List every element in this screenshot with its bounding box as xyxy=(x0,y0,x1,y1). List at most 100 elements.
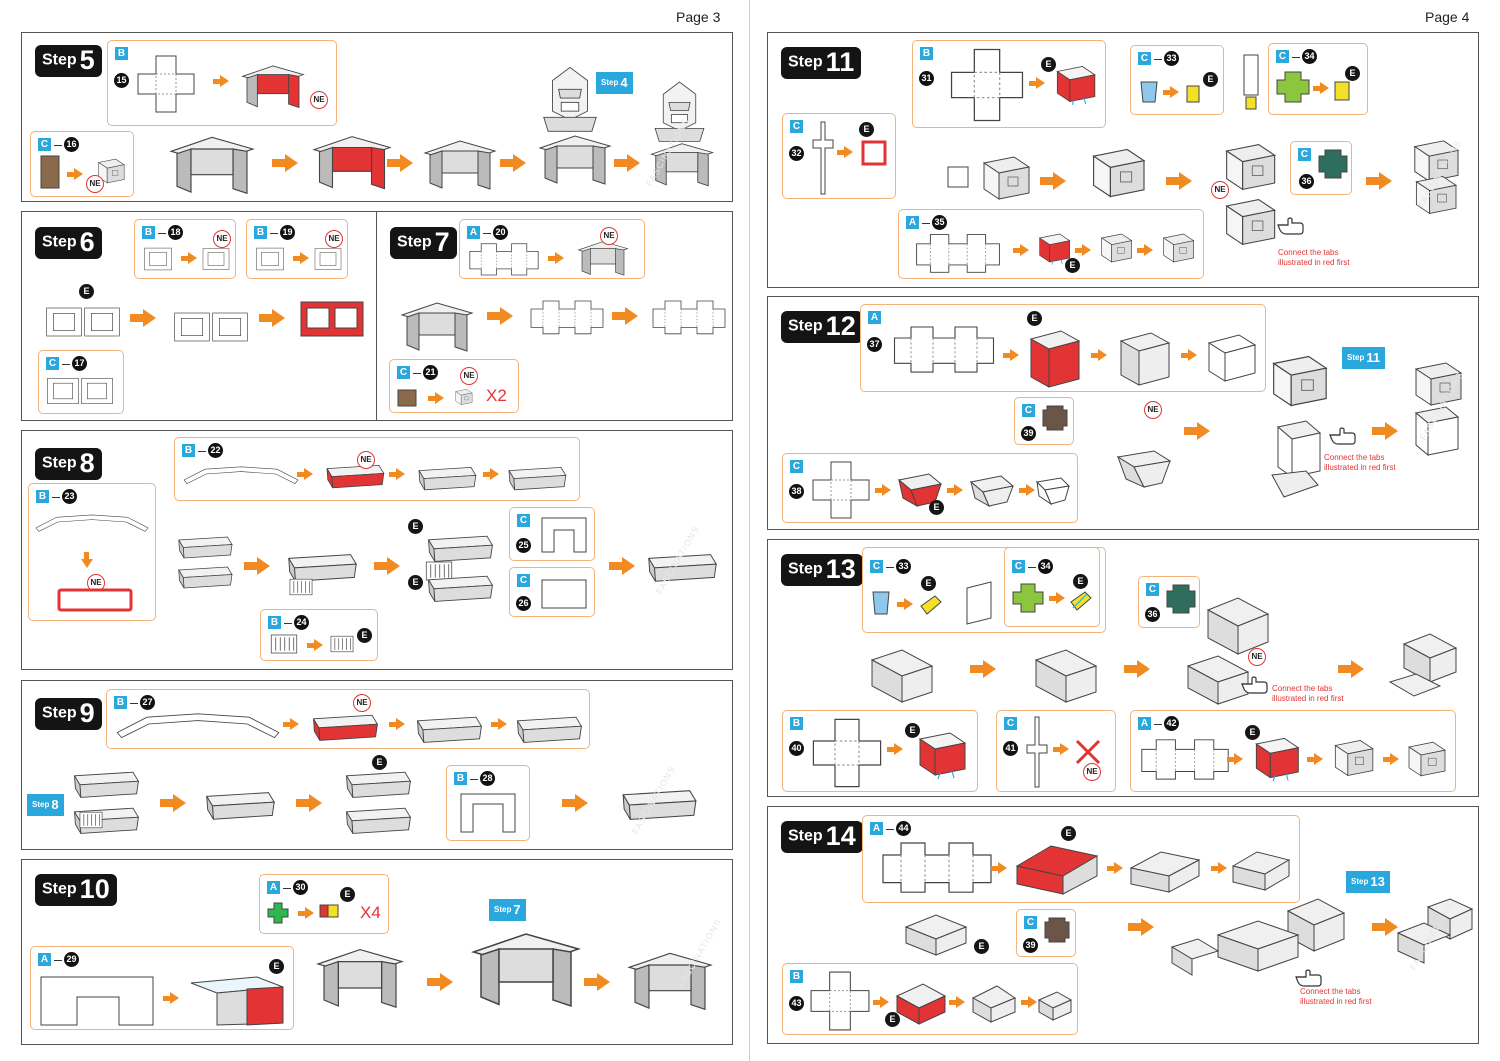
e-badge: E xyxy=(269,959,284,974)
sheet-tag: B xyxy=(454,772,467,785)
step-13-result xyxy=(1384,626,1464,706)
part-number: 25 xyxy=(516,538,531,553)
part-34-box-13: C 34 E xyxy=(1004,547,1100,627)
part-34-box: C 34 E xyxy=(1268,43,1368,115)
sheet-tag: B xyxy=(115,47,128,60)
part-number: 21 xyxy=(423,365,438,380)
part-18-box: B 18 NE xyxy=(134,219,236,279)
part-34-flat xyxy=(1011,582,1045,614)
part-number: 29 xyxy=(64,952,79,967)
step-14-result xyxy=(1394,893,1478,969)
part-24-flat xyxy=(269,632,299,656)
part-16-flat xyxy=(39,154,61,190)
part-29-folded xyxy=(187,969,287,1027)
ne-badge: NE xyxy=(1248,648,1266,666)
sheet-tag: B xyxy=(254,226,267,239)
part-34-folded xyxy=(1069,588,1093,612)
part-26-flat xyxy=(538,574,590,612)
multiplier: X4 xyxy=(360,903,381,922)
part-32-box: C 32 E xyxy=(782,113,896,199)
part-36-box: C 36 xyxy=(1290,141,1352,195)
part-33-flat xyxy=(1139,78,1159,104)
e-badge: E xyxy=(1073,574,1088,589)
ne-badge: NE xyxy=(1144,401,1162,419)
step-8-stage-3 xyxy=(418,529,502,605)
sheet-tag: B xyxy=(36,490,49,503)
step-13-stage-2 xyxy=(1026,640,1102,704)
part-number: 28 xyxy=(480,771,495,786)
part-36-flat xyxy=(1165,583,1197,615)
part-24-folded xyxy=(329,632,355,656)
part-39-flat xyxy=(1043,916,1071,944)
part-27-result xyxy=(511,710,587,746)
part-number: 36 xyxy=(1299,174,1314,189)
e-badge: E xyxy=(1041,57,1056,72)
part-number: 33 xyxy=(896,559,911,574)
part-39-box: C 39 xyxy=(1014,397,1074,445)
part-33-folded xyxy=(919,592,943,616)
step-5-stage-2 xyxy=(307,128,397,193)
step-9-stage-3 xyxy=(338,765,418,839)
e-badge: E xyxy=(1345,66,1360,81)
step-7-stage-1 xyxy=(397,290,477,360)
step-9-stage-2 xyxy=(202,779,278,829)
part-number: 44 xyxy=(896,821,911,836)
step-8-stage-2 xyxy=(284,547,360,603)
sheet-tag: C xyxy=(790,460,803,473)
part-42-box: A 42 E xyxy=(1130,710,1456,792)
e-badge: E xyxy=(340,887,355,902)
part-43-flat xyxy=(809,970,871,1032)
part-38-result xyxy=(1033,472,1073,508)
sheet-tag: C xyxy=(517,574,530,587)
sheet-tag: C xyxy=(1012,560,1025,573)
part-number: 35 xyxy=(932,215,947,230)
part-17-box: C 17 xyxy=(38,350,124,414)
part-23-box: B 23 NE xyxy=(28,483,156,621)
ne-badge: NE xyxy=(213,230,231,248)
part-42-stage-1 xyxy=(1247,733,1303,783)
part-number: 41 xyxy=(1003,741,1018,756)
step-6-stage-2 xyxy=(172,292,252,352)
sheet-tag: C xyxy=(1298,148,1311,161)
part-31-folded xyxy=(1049,61,1099,107)
part-number: 20 xyxy=(493,225,508,240)
part-35-flat xyxy=(903,230,1013,276)
sheet-tag: C xyxy=(1024,916,1037,929)
part-32-flat xyxy=(811,120,835,196)
part-27-stage-2 xyxy=(411,710,487,746)
pointing-hand-icon xyxy=(1328,421,1358,445)
sheet-tag: C xyxy=(1004,717,1017,730)
part-number: 42 xyxy=(1164,716,1179,731)
sheet-tag: C xyxy=(790,120,803,133)
e-badge: E xyxy=(408,519,423,534)
pointing-hand-icon xyxy=(1276,211,1306,235)
part-22-box: B 22 NE xyxy=(174,437,580,501)
part-21-flat xyxy=(396,388,418,408)
step-12-result xyxy=(1406,359,1468,459)
step-10-stage-2 xyxy=(466,922,586,1012)
part-42-flat xyxy=(1137,731,1233,787)
sheet-tag: B xyxy=(114,696,127,709)
part-30-box: A 30 E X4 xyxy=(259,874,389,934)
part-28-box: B 28 xyxy=(446,765,530,841)
part-number: 39 xyxy=(1021,426,1036,441)
part-19-box: B 19 NE xyxy=(246,219,348,279)
part-number: 17 xyxy=(72,356,87,371)
part-33-flat xyxy=(871,588,891,616)
part-39-box-14: C 39 xyxy=(1016,909,1076,957)
step-12-stage-assembly xyxy=(1262,351,1340,501)
part-19-flat xyxy=(253,246,287,272)
part-16-box: C 16 NE xyxy=(30,131,134,197)
step-14-stage-assembly xyxy=(1168,891,1348,981)
part-number: 33 xyxy=(1164,51,1179,66)
part-35-stage-2 xyxy=(1095,228,1135,268)
